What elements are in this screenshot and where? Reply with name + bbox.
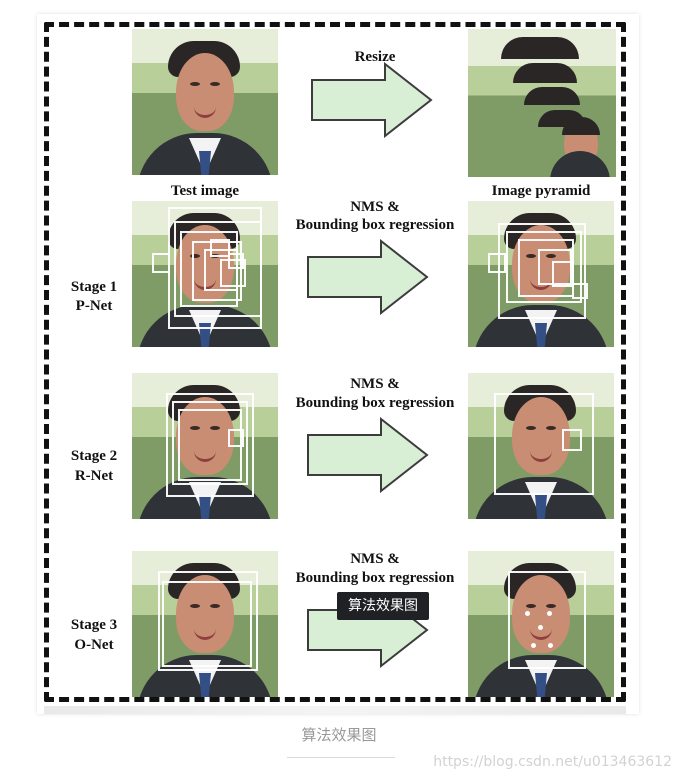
rnet-label: R-Net xyxy=(74,468,114,484)
stage3-input-photo xyxy=(132,551,278,697)
watermark-url: https://blog.csdn.net/u013463612 xyxy=(433,754,672,770)
onet-label: O-Net xyxy=(74,637,114,653)
stage1-label: Stage 1 xyxy=(70,279,118,295)
stage1-arrow-icon xyxy=(307,239,429,315)
nms-label-1: NMS & xyxy=(350,199,400,215)
cropped-figure-caption-strip xyxy=(44,706,626,714)
nms-label-3: NMS & xyxy=(350,551,400,567)
resize-label: Resize xyxy=(354,49,396,65)
nms-label-2: NMS & xyxy=(350,376,400,392)
image-tooltip: 算法效果图 xyxy=(337,592,429,620)
stage1-output-photo xyxy=(468,201,614,347)
test-image-photo xyxy=(132,29,278,175)
stage2-input-photo xyxy=(132,373,278,519)
bbox-regression-label-1: Bounding box regression xyxy=(295,217,455,233)
bbox-regression-label-2: Bounding box regression xyxy=(295,395,455,411)
figure-caption: 算法效果图 xyxy=(301,726,377,744)
image-pyramid-photo xyxy=(468,29,616,177)
stage3-output-photo xyxy=(468,551,614,697)
stage2-label: Stage 2 xyxy=(70,448,118,464)
resize-arrow-icon xyxy=(311,62,433,138)
stage2-output-photo xyxy=(468,373,614,519)
stage1-input-photo xyxy=(132,201,278,347)
caption-underline xyxy=(287,757,395,758)
pnet-label: P-Net xyxy=(75,298,113,314)
test-image-label: Test image xyxy=(170,183,240,199)
stage2-arrow-icon xyxy=(307,417,429,493)
image-pyramid-label: Image pyramid xyxy=(491,183,591,199)
bbox-regression-label-3: Bounding box regression xyxy=(295,570,455,586)
stage3-label: Stage 3 xyxy=(70,617,118,633)
dashed-frame xyxy=(44,22,626,702)
